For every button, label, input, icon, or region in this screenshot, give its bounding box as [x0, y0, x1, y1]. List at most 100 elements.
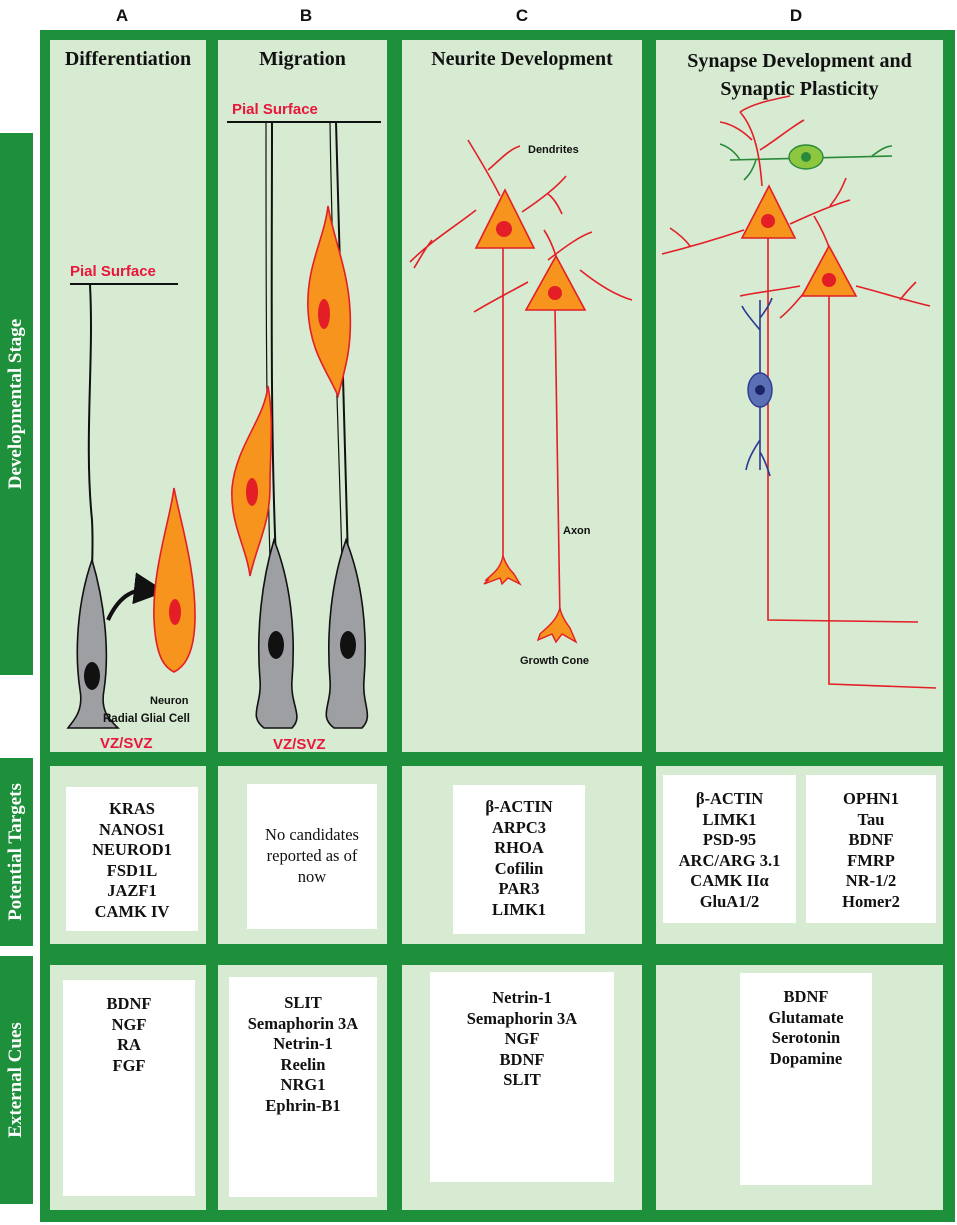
panel-d-title-line2: Synaptic Plasticity — [720, 78, 879, 100]
cue-item: Semaphorin 3A — [466, 1008, 578, 1028]
newborn-neuron-nucleus — [169, 599, 181, 625]
radial-glia-nucleus — [84, 662, 100, 690]
dendrites-label: Dendrites — [528, 144, 579, 156]
target-item: NR-1/2 — [845, 871, 897, 890]
neuron-label: Neuron — [150, 695, 189, 707]
target-item: LIMK1 — [491, 899, 547, 919]
neuron-d1-soma — [740, 184, 797, 239]
neuron-c2-nucleus — [548, 286, 562, 300]
growth-cone-1 — [483, 553, 522, 586]
cue-item: NRG1 — [280, 1075, 326, 1094]
cue-item: Dopamine — [769, 1048, 843, 1068]
panel-b-vz-label: VZ/SVZ — [273, 736, 326, 753]
cue-item: Ephrin-B1 — [265, 1095, 341, 1115]
panel-a-pial-label: Pial Surface — [70, 263, 156, 280]
target-item: NEUROD1 — [92, 840, 172, 859]
targets-box-d-left: β-ACTIN LIMK1 PSD-95 ARC/ARG 3.1 CAMK II… — [663, 775, 796, 923]
growth-cone-label: Growth Cone — [520, 655, 589, 667]
target-item: ARC/ARG 3.1 — [678, 850, 781, 870]
panel-a-vz-label: VZ/SVZ — [100, 735, 153, 752]
differentiation-arrow — [106, 572, 166, 621]
migration-glia-nucleus-1 — [268, 631, 284, 659]
neuron-c1-dendrites — [409, 139, 567, 269]
target-item: PSD-95 — [702, 830, 757, 849]
neuron-c2-axon — [554, 307, 561, 621]
cue-item: BDNF — [499, 1049, 545, 1069]
axon-label: Axon — [563, 525, 591, 537]
cues-box-b: SLIT Semaphorin 3A Netrin-1 Reelin NRG1 … — [229, 977, 377, 1197]
neuron-d1-axon — [767, 238, 919, 623]
target-item: NANOS1 — [98, 819, 165, 839]
column-letter-a: A — [115, 6, 129, 25]
panel-c-illustration — [409, 139, 633, 621]
blue-interneuron-dendrites — [741, 297, 773, 477]
neuron-d2-axon — [828, 296, 937, 689]
cue-item: NGF — [504, 1029, 540, 1048]
migrating-neuron-2 — [307, 205, 352, 399]
panel-c-title: Neurite Development — [431, 48, 613, 70]
target-item: ARPC3 — [491, 817, 547, 837]
target-item: β-ACTIN — [485, 797, 553, 816]
neuron-c2-dendrites — [473, 229, 633, 313]
neuron-c2-soma — [524, 254, 587, 311]
target-item: KRAS — [109, 799, 155, 818]
row-label-bar-cues: External Cues — [0, 956, 33, 1204]
cue-item: NGF — [111, 1014, 147, 1034]
column-letter-b: B — [299, 6, 313, 25]
row-label-bar-stage: Developmental Stage — [0, 133, 33, 675]
cue-item: Reelin — [280, 1054, 326, 1074]
panel-c-stage — [402, 40, 642, 752]
blue-interneuron-nucleus — [755, 385, 765, 395]
targets-box-c: β-ACTIN ARPC3 RHOA Cofilin PAR3 LIMK1 — [453, 785, 585, 934]
panel-d-title-line1: Synapse Development and — [687, 50, 912, 72]
cues-box-d: BDNF Glutamate Serotonin Dopamine — [740, 973, 872, 1185]
cue-item: RA — [117, 1035, 141, 1054]
target-item: FSD1L — [106, 860, 158, 880]
migration-glia-nucleus-2 — [340, 631, 356, 659]
target-item: LIMK1 — [702, 809, 757, 829]
target-item: Cofilin — [494, 858, 544, 878]
target-item: Homer2 — [842, 891, 900, 911]
row-label-bar-targets: Potential Targets — [0, 758, 33, 946]
panel-b-title: Migration — [259, 48, 346, 70]
radial-glia-fiber-1 — [270, 121, 277, 561]
cue-item: Serotonin — [771, 1028, 841, 1047]
neuron-d1-nucleus — [761, 214, 775, 228]
target-item: GluA1/2 — [699, 891, 760, 911]
targets-box-d-right: OPHN1 Tau BDNF FMRP NR-1/2 Homer2 — [806, 775, 936, 923]
neuron-c1-nucleus — [496, 221, 512, 237]
target-item: JAZF1 — [107, 881, 157, 900]
neuron-d2-soma — [800, 244, 858, 297]
cue-item: FGF — [112, 1055, 146, 1075]
migrating-neuron-nucleus-2 — [318, 299, 330, 329]
neuron-d2-nucleus — [822, 273, 836, 287]
cue-item: BDNF — [106, 994, 152, 1013]
column-letter-d: D — [789, 6, 803, 25]
cue-item: SLIT — [284, 993, 322, 1012]
cue-item: BDNF — [783, 987, 829, 1006]
target-item: RHOA — [494, 838, 544, 857]
neuron-c1-soma — [474, 188, 536, 249]
column-letter-c: C — [515, 6, 529, 25]
target-item: CAMK IV — [94, 901, 170, 921]
targets-box-a: KRAS NANOS1 NEUROD1 FSD1L JAZF1 CAMK IV — [66, 787, 198, 931]
growth-cone-2 — [536, 607, 578, 644]
panel-b-illustration: Pial Surface VZ/SVZ — [227, 101, 381, 753]
cues-box-c: Netrin-1 Semaphorin 3A NGF BDNF SLIT — [430, 972, 614, 1182]
migrating-neuron-nucleus-1 — [246, 478, 258, 506]
radial-glia-process — [87, 284, 94, 601]
panel-a-title: Differentiation — [64, 48, 192, 70]
target-item: β-ACTIN — [695, 789, 764, 808]
target-item: FMRP — [847, 850, 895, 870]
cue-item: Netrin-1 — [273, 1034, 333, 1053]
newborn-neuron — [153, 487, 196, 673]
neuron-d1-dendrites — [661, 95, 851, 255]
target-item: BDNF — [848, 830, 894, 849]
green-neuron-nucleus — [801, 152, 811, 162]
target-item: OPHN1 — [843, 789, 899, 808]
neuron-d2-dendrites — [739, 215, 931, 319]
radial-glia-cell — [66, 557, 120, 729]
target-item: PAR3 — [498, 879, 540, 898]
panel-b-pial-label: Pial Surface — [232, 101, 318, 118]
